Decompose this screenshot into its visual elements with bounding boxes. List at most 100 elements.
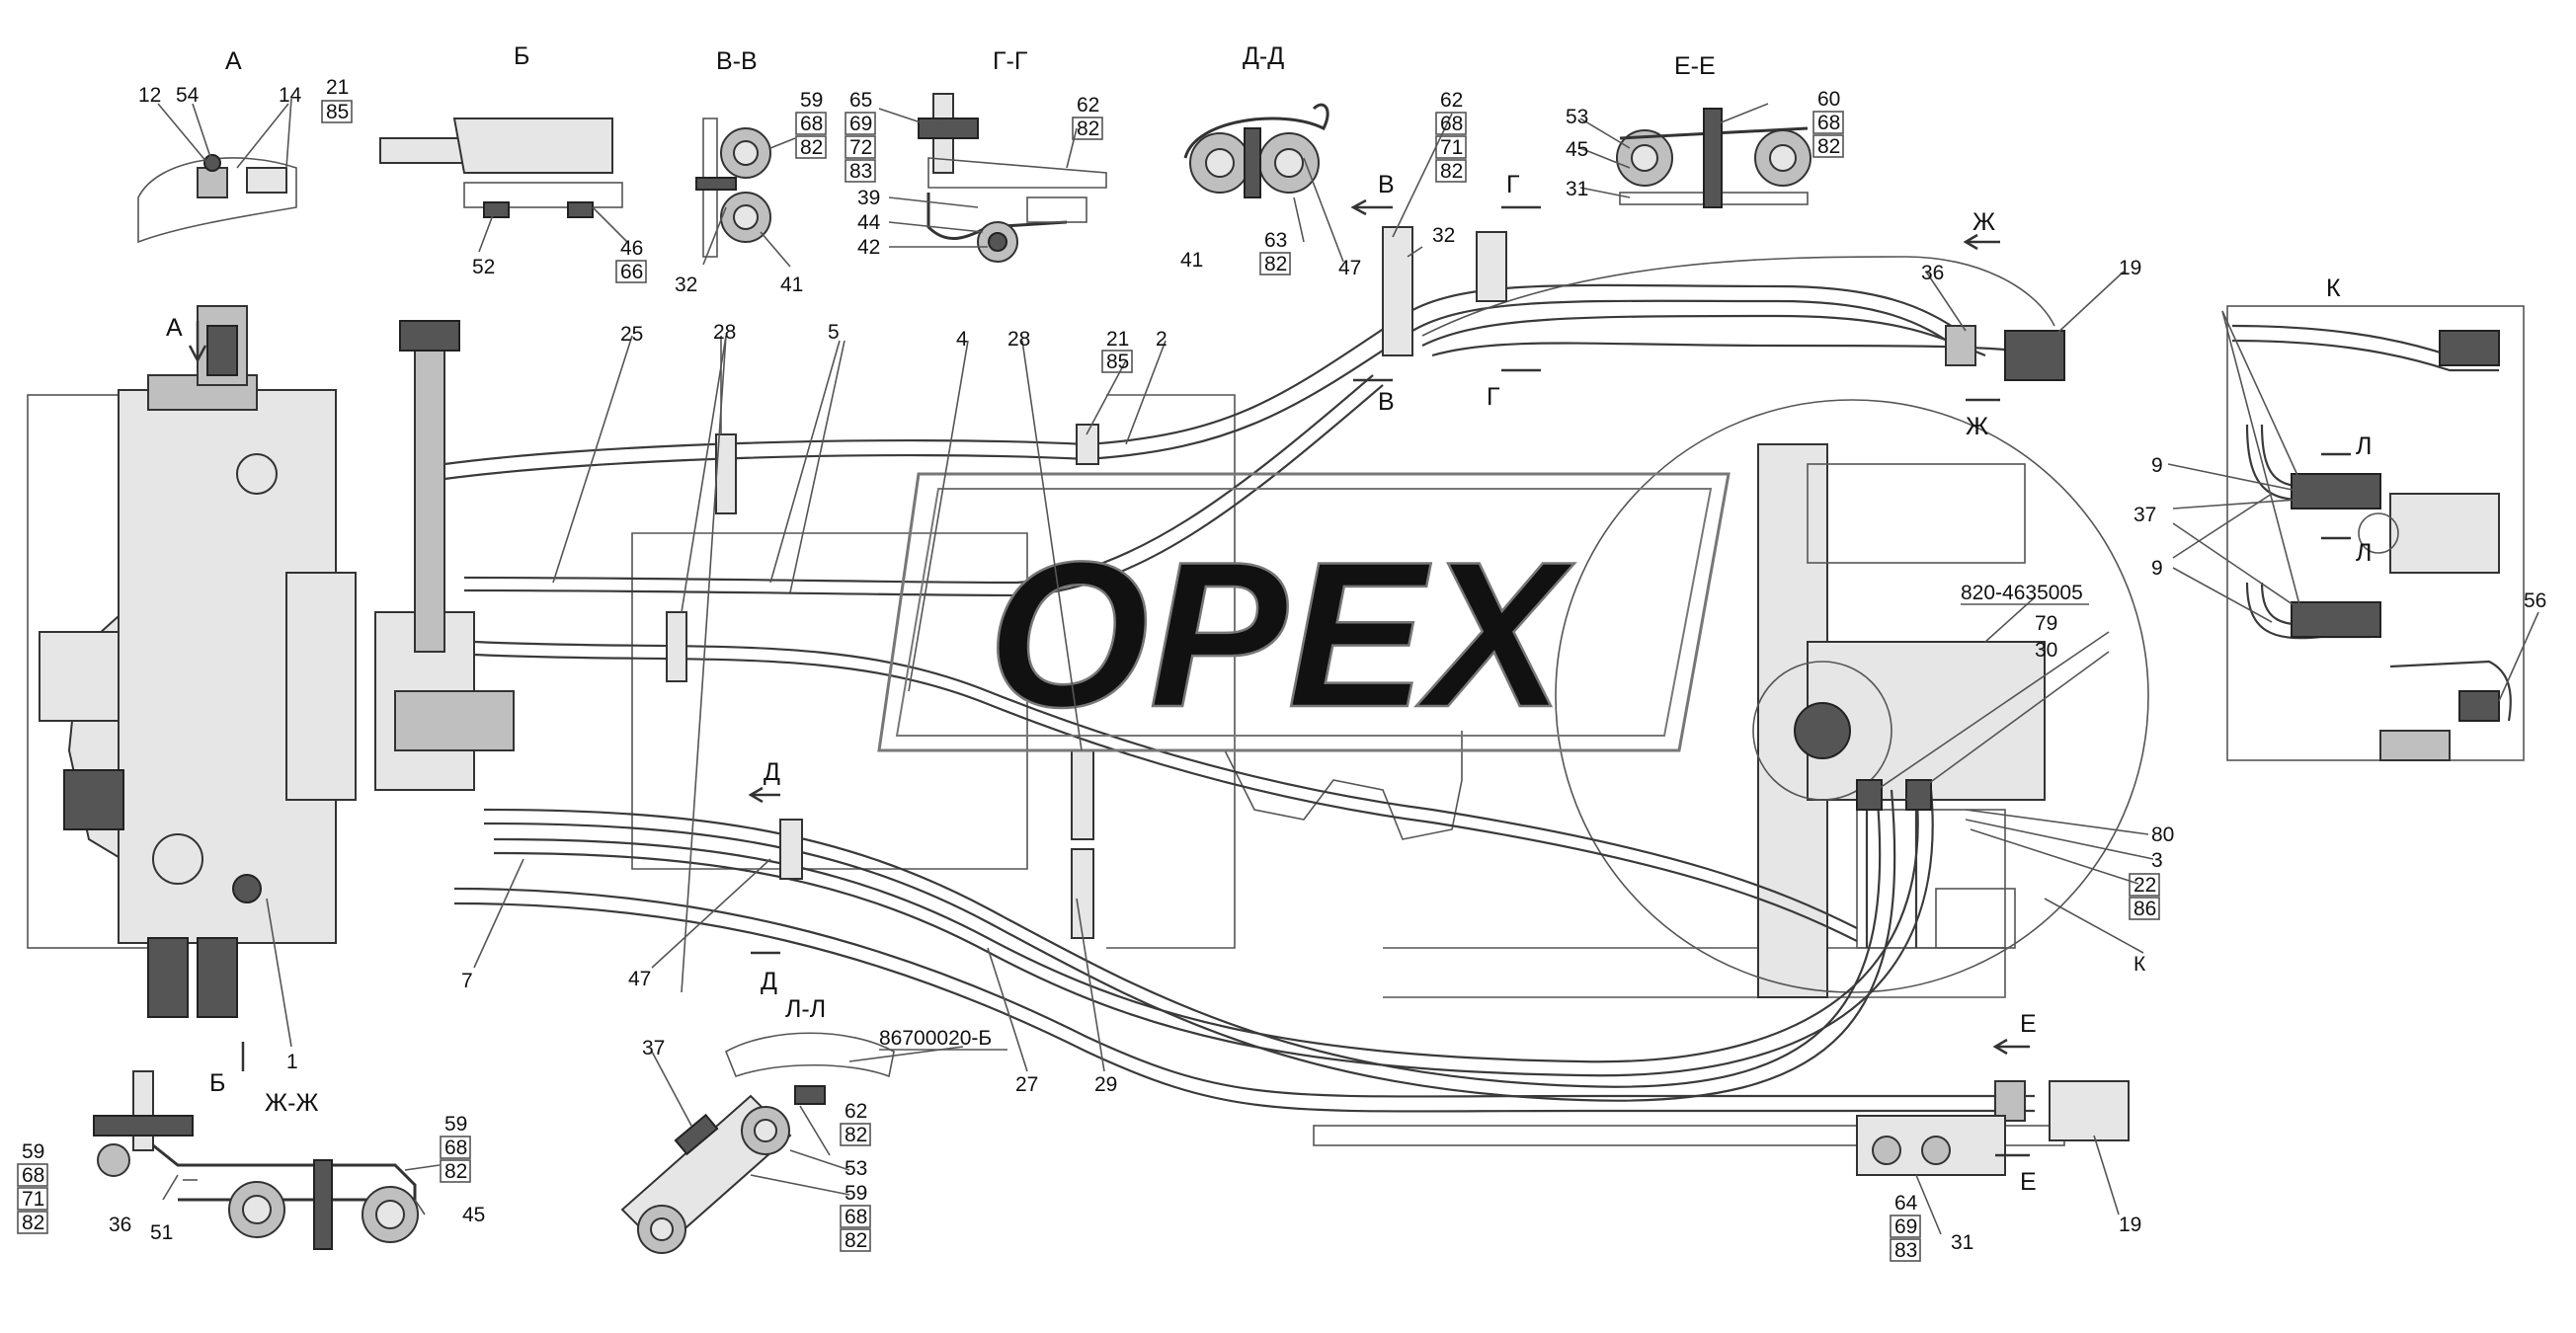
callout-n59: 59 [22,1140,44,1163]
callout-n64: 64 [1894,1192,1918,1215]
callout-n47: 47 [628,968,651,990]
callout-n72: 72 [849,136,872,159]
detail-view-g [918,93,1107,263]
callout-n59: 59 [800,89,823,112]
detail-bracket-bottom [1856,1115,2006,1176]
callout-n85: 85 [1106,351,1129,373]
callout-n62: 62 [1077,94,1099,117]
callout-n82: 82 [845,1124,867,1146]
callout-n42: 42 [857,236,880,259]
callout-n68: 68 [1817,112,1840,134]
callout-n82: 82 [1077,118,1099,140]
part-codes: 820-4635005 86700020-Б [879,582,2089,1051]
callout-n82: 82 [800,136,823,159]
callout-n28: 28 [713,321,736,344]
callout-n2: 2 [1156,328,1167,351]
cut-mark-a: А [166,314,183,342]
callout-n82: 82 [1440,160,1463,183]
title-view-l: Л-Л [785,995,826,1023]
callout-n14: 14 [279,84,302,107]
callout-n69: 69 [849,113,872,135]
part-code-cover: 86700020-Б [879,1027,992,1050]
callout-n30: 30 [2035,639,2057,662]
callout-n82: 82 [845,1229,867,1252]
callout-n37: 37 [2133,504,2156,526]
callout-n86: 86 [2133,898,2156,920]
detail-view-v [695,118,771,258]
callout-n53: 53 [845,1157,867,1180]
callout-numbers: 12 54 14 21 85 52 46 66 59 68 82 32 41 6… [17,76,2546,1262]
callout-n19: 19 [2119,1214,2141,1236]
callout-n41: 41 [780,274,803,296]
detail-view-k [2226,305,2525,761]
cut-mark-v-bottom: В [1378,388,1395,416]
detail-view-a [137,154,297,244]
callout-n19: 19 [2119,257,2141,279]
title-view-b: Б [514,42,529,70]
cut-mark-l-bottom: Л [2356,539,2372,567]
callout-n21: 21 [326,76,349,99]
title-view-v: В-В [716,47,758,75]
callout-n41: 41 [1180,249,1203,272]
callout-n82: 82 [22,1212,44,1234]
callout-n32: 32 [675,274,697,296]
callout-n3: 3 [2151,849,2163,872]
callout-n44: 44 [857,211,881,234]
cut-mark-b: Б [209,1069,225,1097]
callout-n68: 68 [444,1137,467,1159]
callout-n65: 65 [849,89,872,112]
callout-n82: 82 [444,1160,467,1183]
callout-n25: 25 [620,323,643,346]
callout-n62: 62 [1440,89,1463,112]
callout-n79: 79 [2035,612,2057,635]
callout-n36: 36 [1921,262,1944,284]
callout-n71: 71 [22,1188,44,1211]
callout-n59: 59 [444,1113,467,1136]
detail-view-e [1616,108,1811,208]
frame-outline [27,305,2149,1146]
callout-n27: 27 [1015,1073,1038,1096]
cut-mark-l-top: Л [2356,432,2372,460]
callout-n28: 28 [1007,328,1030,351]
callout-n31: 31 [1566,178,1588,200]
detail-view-l [620,1032,895,1254]
title-view-g: Г-Г [993,47,1028,75]
callout-n68: 68 [1440,113,1463,135]
callout-n71: 71 [1440,136,1463,159]
callout-n60: 60 [1817,88,1840,111]
callout-n12: 12 [138,84,161,107]
callout-n63: 63 [1264,229,1287,252]
watermark-text: OPEX [988,518,1574,750]
callout-n52: 52 [472,256,495,278]
callout-n22: 22 [2133,874,2156,897]
title-view-k: К [2326,274,2341,302]
callout-n4: 4 [956,328,968,351]
leader-lines [157,98,2539,1235]
callout-n9: 9 [2151,454,2163,477]
callout-n82: 82 [1264,253,1287,275]
cut-mark-d-top: Д [764,758,780,786]
title-view-d: Д-Д [1243,42,1284,70]
callout-n68: 68 [845,1206,867,1228]
callout-n66: 66 [620,261,643,283]
callout-n39: 39 [857,187,880,209]
detail-view-b [379,118,623,218]
callout-n51: 51 [150,1221,173,1244]
callout-n68: 68 [22,1164,44,1187]
cut-mark-labels: А Б В В Г Г Д Д Ж Ж Е Е Л Л [166,171,2372,1196]
title-view-zh: Ж-Ж [265,1089,319,1117]
cut-mark-g-top: Г [1506,171,1520,198]
callout-n59: 59 [845,1182,867,1205]
cut-mark-d-bottom: Д [761,968,777,995]
callout-n85: 85 [326,101,349,123]
callout-n36: 36 [109,1214,131,1236]
callout-n46: 46 [620,237,643,260]
cut-mark-v-top: В [1378,171,1395,198]
detail-view-zh [93,1070,419,1250]
callout-n37: 37 [642,1037,665,1059]
callout-k: К [2133,953,2146,976]
callout-n82: 82 [1817,135,1840,158]
title-view-a: А [225,47,242,75]
callout-n62: 62 [845,1100,867,1123]
